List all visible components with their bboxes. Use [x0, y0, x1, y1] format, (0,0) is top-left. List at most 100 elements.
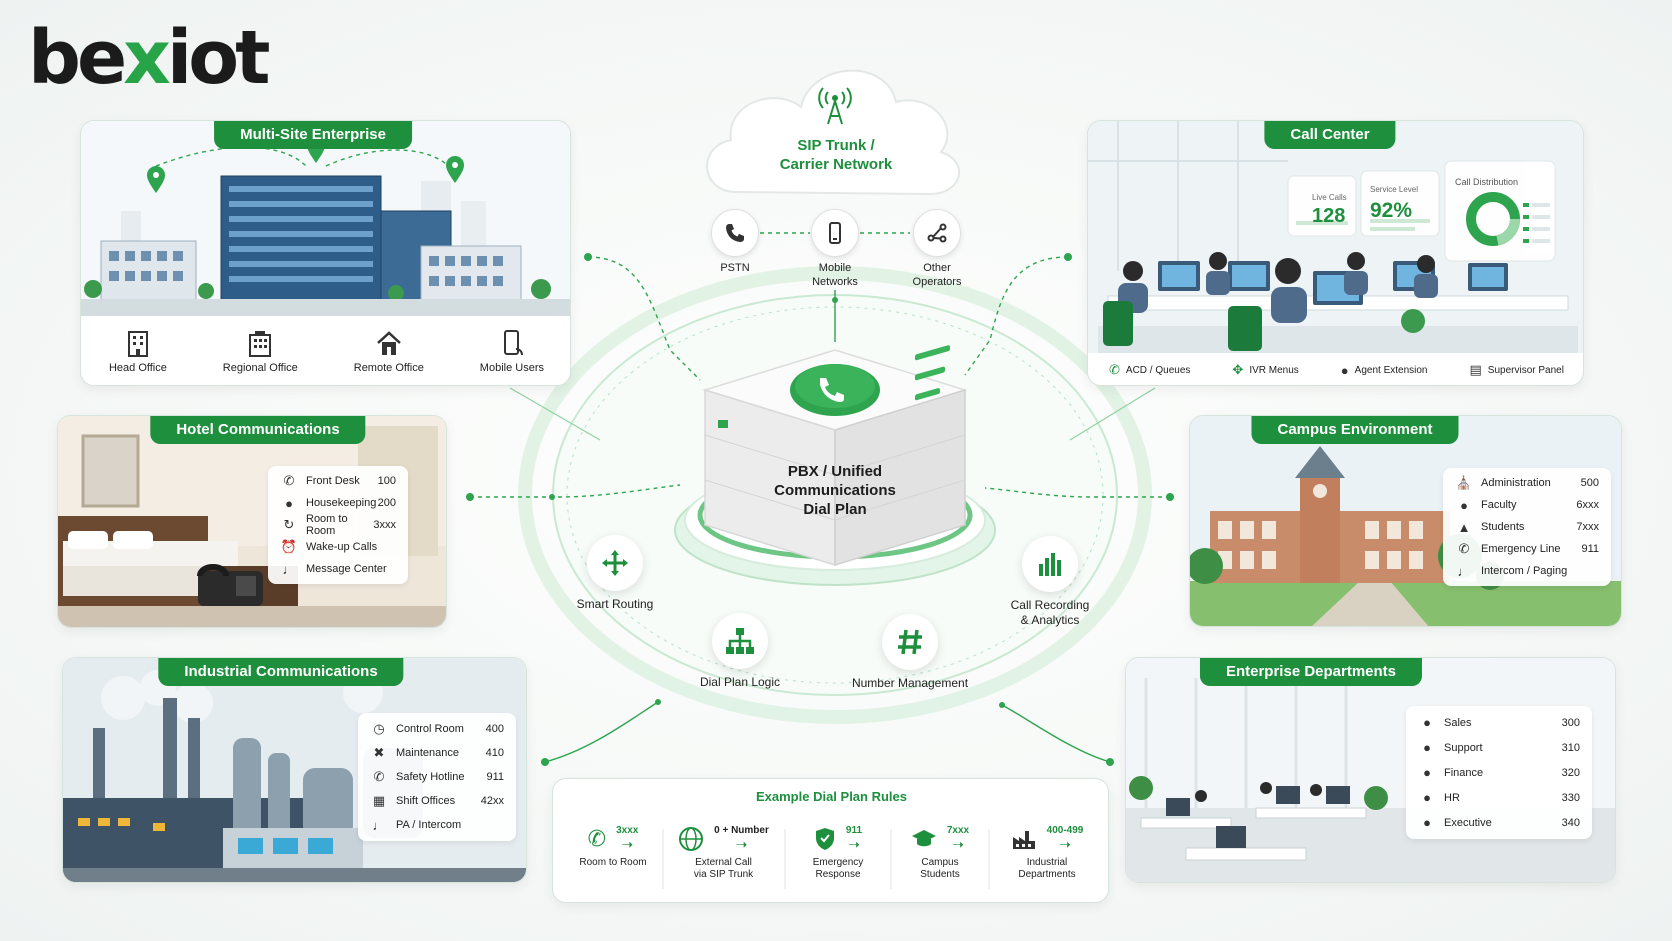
panel-title: Hotel Communications — [150, 416, 366, 444]
panel-title: Call Center — [1264, 121, 1396, 149]
arrows-move-icon — [602, 550, 628, 576]
list-item[interactable]: ♩Message Center — [280, 558, 396, 580]
brand-logo: bexiot — [28, 15, 270, 101]
speaker-icon: ♩ — [1457, 563, 1471, 579]
user-icon: ● — [1423, 740, 1431, 755]
panel-title: Multi-Site Enterprise — [214, 121, 412, 149]
agent-extension-item[interactable]: ●Agent Extension — [1340, 362, 1428, 378]
factory-icon — [1012, 831, 1035, 849]
shield-icon — [815, 828, 834, 850]
acd-queues-item[interactable]: ✆ACD / Queues — [1109, 362, 1191, 377]
head-office-item[interactable]: Head Office — [109, 329, 167, 374]
feature-number-management[interactable]: Number Management — [840, 614, 980, 690]
feature-call-recording[interactable]: Call Recording & Analytics — [995, 536, 1105, 628]
list-item[interactable]: ⏰Wake-up Calls — [280, 539, 378, 554]
call-center-illustration — [1088, 121, 1583, 353]
bar-chart-icon — [1039, 553, 1061, 576]
service-level-value: 92% — [1370, 199, 1413, 222]
share-icon — [927, 223, 947, 243]
panel-dial-plan-rules: Example Dial Plan Rules ✆ 3xxx➝ Room to … — [552, 778, 1109, 903]
graduation-cap-icon: ▲ — [1457, 519, 1471, 535]
antenna-icon — [818, 87, 852, 125]
carrier-other[interactable]: Other Operators — [902, 209, 972, 289]
live-calls-value: 128 — [1312, 205, 1346, 227]
move-icon: ✥ — [1232, 362, 1244, 377]
feature-dial-plan-logic[interactable]: Dial Plan Logic — [690, 613, 790, 689]
distribution-label: Call Distribution — [1455, 177, 1519, 187]
regional-office-item[interactable]: Regional Office — [223, 329, 298, 374]
faculty-icon: ● — [1460, 497, 1468, 513]
panel-callcenter: Call Center — [1087, 120, 1584, 386]
arrow-right-icon: ➝ — [848, 836, 860, 852]
user-icon: ● — [1423, 765, 1431, 780]
feature-smart-routing[interactable]: Smart Routing — [565, 535, 665, 611]
smartphone-icon — [503, 329, 523, 355]
ivr-menus-item[interactable]: ✥IVR Menus — [1232, 362, 1299, 377]
panel-title: Industrial Communications — [158, 658, 404, 686]
rule-emergency[interactable]: 911➝ Emergency Response — [812, 825, 864, 880]
arrow-right-icon: ➝ — [735, 836, 748, 852]
building-icon: ▦ — [372, 793, 386, 808]
phone-icon: ✆ — [1458, 541, 1470, 556]
cloud-shape — [706, 69, 961, 196]
panel-multisite: Multi-Site Enterprise Head Off — [80, 120, 571, 386]
office-icon — [249, 330, 272, 357]
user-icon: ● — [1423, 815, 1431, 830]
mobile-users-item[interactable]: Mobile Users — [480, 329, 544, 374]
rule-industrial[interactable]: 400-499➝ Industrial Departments — [997, 825, 1097, 881]
rule-campus-students[interactable]: 7xxx➝ Campus Students — [900, 825, 980, 881]
user-icon: ● — [285, 495, 293, 511]
gauge-icon: ◷ — [373, 721, 385, 736]
factory-illustration — [63, 658, 526, 882]
arrow-right-icon: ➝ — [1059, 836, 1071, 852]
rule-room-to-room[interactable]: ✆ 3xxx➝ Room to Room — [579, 825, 647, 868]
list-item[interactable]: ♩PA / Intercom — [370, 813, 504, 837]
service-level-label: Service Level — [1370, 185, 1419, 194]
carrier-mobile[interactable]: Mobile Networks — [800, 209, 870, 289]
user-icon: ● — [1423, 715, 1431, 730]
institution-icon: ⛪ — [1455, 475, 1473, 490]
hierarchy-icon — [726, 628, 754, 654]
supervisor-panel-item[interactable]: ▤Supervisor Panel — [1469, 362, 1564, 377]
arrow-right-icon: ➝ — [952, 836, 964, 852]
speaker-icon: ♩ — [372, 817, 386, 833]
rules-title: Example Dial Plan Rules — [755, 789, 907, 804]
mobile-icon — [829, 222, 841, 244]
panel-title: Campus Environment — [1251, 416, 1459, 444]
panel-icon: ▤ — [1469, 362, 1482, 377]
home-icon — [376, 330, 401, 355]
center-title: PBX / Unified Communications Dial Plan — [774, 463, 896, 518]
pbx-server — [674, 345, 996, 586]
remote-office-item[interactable]: Remote Office — [354, 329, 424, 374]
list-item[interactable]: ♩Intercom / Paging — [1455, 560, 1599, 582]
user-icon: ● — [1340, 362, 1349, 378]
alarm-icon: ⏰ — [280, 539, 298, 554]
rule-external-call[interactable]: 0 + Number➝ External Call via SIP Trunk — [671, 825, 776, 881]
building-icon — [127, 330, 148, 357]
multisite-icons: Head Office Regional Office Remote Offic… — [81, 321, 570, 381]
speaker-icon: ♩ — [282, 561, 296, 577]
phone-icon: ✆ — [587, 826, 607, 851]
phone-icon: ✆ — [373, 769, 385, 784]
carrier-pstn[interactable]: PSTN — [700, 209, 770, 275]
